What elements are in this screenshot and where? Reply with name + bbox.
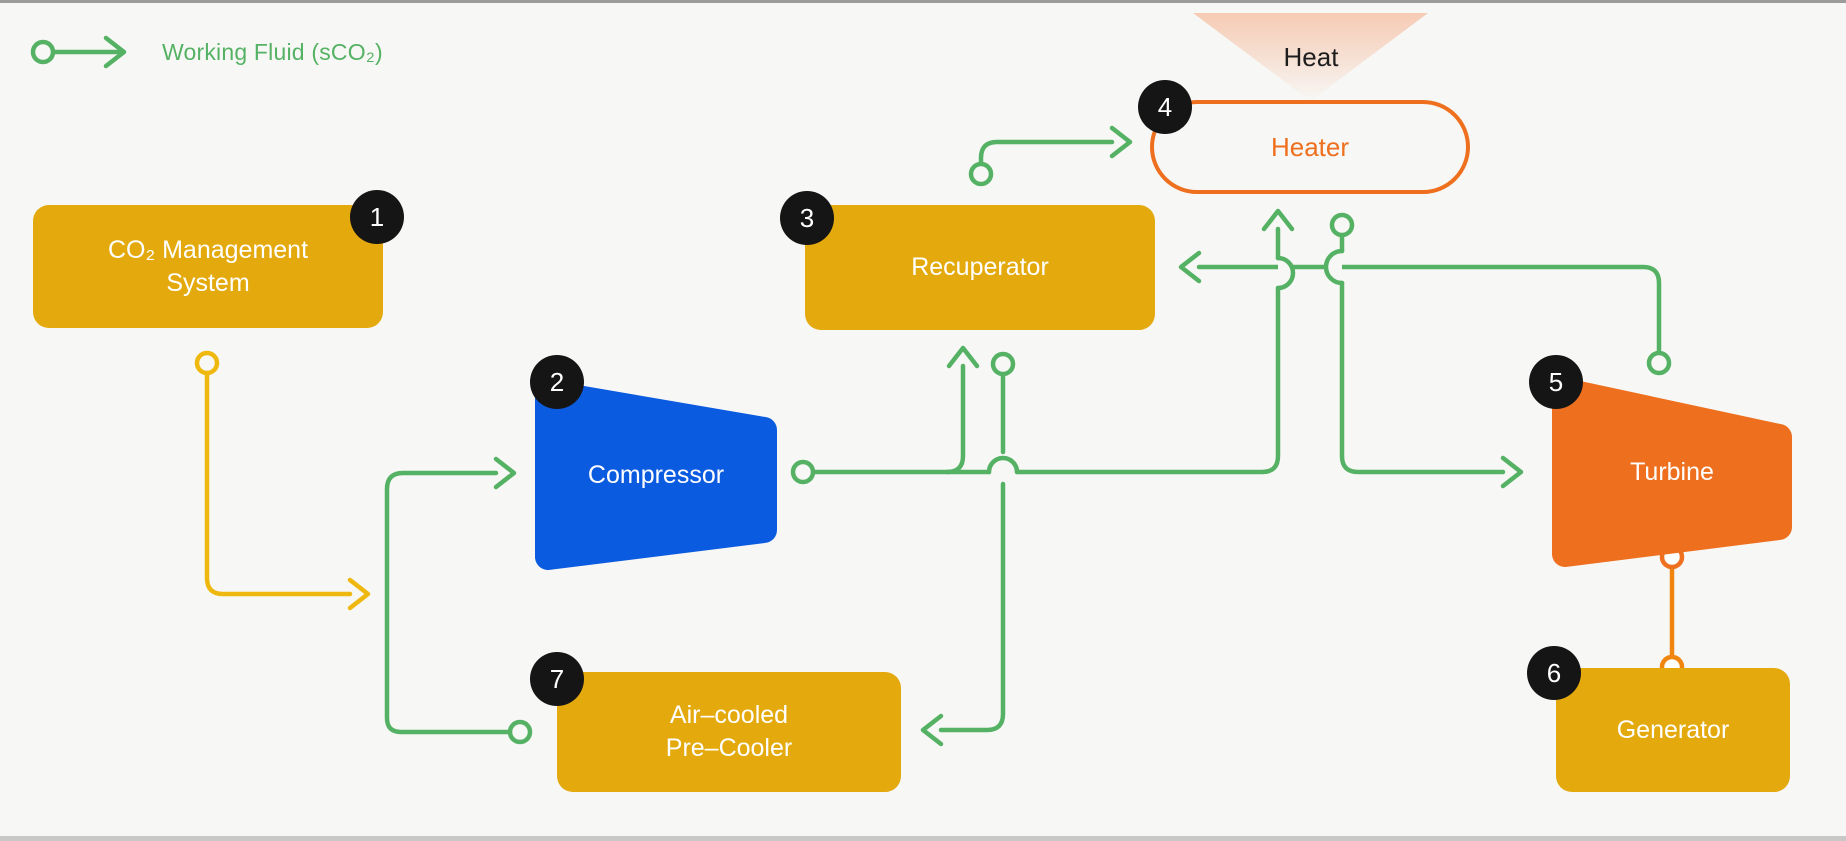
pipe-precooler-to-compressor [384,456,533,745]
recuperator-outlet-port [990,351,1016,377]
working-fluid-line-icon [30,35,127,69]
legend: Working Fluid (sCO₂) [30,30,383,74]
heater-outlet-port [1329,212,1355,238]
node-label: Heater [1270,131,1350,162]
line-hop [986,455,1020,475]
branch-to-recuperator-bottom [944,363,966,475]
node-recuperator: Recuperator [805,205,1155,330]
step-badge-6: 6 [1527,646,1581,700]
precooler-outlet-port [507,719,533,745]
legend-label: Working Fluid (sCO₂) [162,38,383,65]
line-hop [1275,255,1296,291]
node-label: Recuperator [911,253,1049,281]
line-hop [1323,248,1345,286]
co2-system-port [194,350,220,376]
node-generator: Generator [1556,668,1790,792]
node-label: CO₂ Management [107,235,309,264]
arrowhead-into-recuperator-right [1178,250,1202,284]
node-label: Air–cooled [669,701,789,729]
node-heater: Heater [1150,100,1470,194]
arrowhead-into-turbine-left [1500,455,1524,489]
node-co2-management-system: CO₂ Management System [33,205,383,328]
pipe-recuperator-to-heater [968,125,1133,187]
arrowhead-co2-into-loop [347,577,371,611]
step-badge-2: 2 [530,355,584,409]
node-label: Generator [1616,715,1730,744]
arrowhead-into-recuperator-bottom [946,345,980,369]
step-badge-3: 3 [780,191,834,245]
node-label: System [166,268,250,297]
pipe-heater-to-turbine [1323,212,1524,489]
recuperator-top-port [968,161,994,187]
arrowhead-into-heater-left [1109,125,1133,159]
compressor-shape [535,380,777,570]
turbine-shape [1552,378,1792,567]
pipe-compressor-to-heater [790,208,1296,485]
step-badge-4: 4 [1138,80,1192,134]
arrowhead-into-heater-bottom [1261,208,1295,232]
step-badge-1: 1 [350,190,404,244]
arrowhead-into-compressor-left [493,456,517,490]
node-compressor-label: Compressor [587,460,725,489]
pipe-co2-makeup [194,350,371,611]
turbine-outlet-port [1646,350,1672,376]
pipe-recuperator-to-precooler [920,351,1016,747]
heat-label: Heat [1283,42,1339,72]
node-precooler: Air–cooled Pre–Cooler [557,672,901,792]
bottom-edge-strip [0,836,1846,841]
compressor-outlet-port [790,459,816,485]
step-badge-7: 7 [530,652,584,706]
pipe-turbine-to-recuperator [1178,250,1672,376]
step-badge-5: 5 [1529,355,1583,409]
node-turbine-label: Turbine [1630,458,1714,486]
arrowhead-into-precooler-right [920,713,944,747]
node-label: Pre–Cooler [665,734,793,762]
top-edge-strip [0,0,1846,3]
